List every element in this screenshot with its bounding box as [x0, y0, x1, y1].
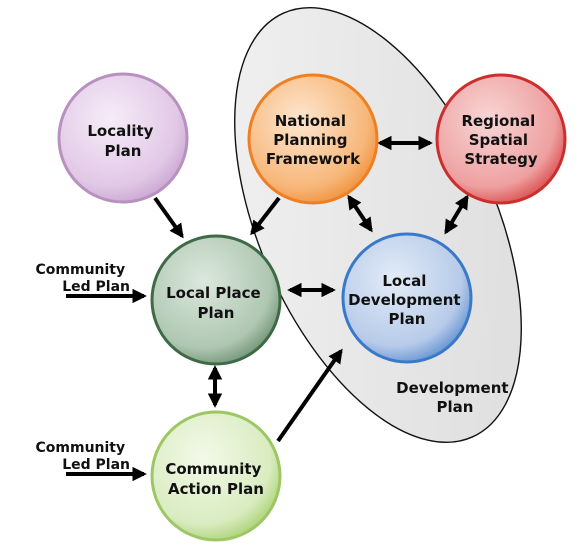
- svg-text:Local Place Plan: Local Place Plan: [166, 284, 266, 322]
- community-led-plan-label-bottom: Community Led Plan: [36, 440, 131, 473]
- svg-text:Regional Spatial S: Regional Spatial Strategy: [461, 112, 540, 168]
- connectors: [66, 135, 469, 482]
- svg-text:Community Action Plan: Community Action Plan: [165, 460, 266, 498]
- svg-text:Local Development: Local Development Plan: [348, 272, 466, 328]
- arrow-regional-local-dev: [444, 194, 469, 235]
- svg-text:National Planning: National Planning Framework: [266, 112, 361, 168]
- arrow-community-action-to-local-dev: [276, 348, 343, 443]
- node-local-place-plan: Local Place Plan: [150, 234, 282, 366]
- node-community-action-plan: Community Action Plan: [150, 410, 282, 542]
- node-local-development-plan: Local Development Plan: [341, 232, 473, 364]
- community-led-plan-label-top: Community Led Plan: [36, 262, 131, 295]
- arrow-locality-to-local-place: [153, 196, 184, 239]
- arrow-national-to-local-place: [250, 196, 281, 236]
- arrow-national-local-dev: [347, 194, 373, 233]
- svg-text:Locality Plan: Locality Plan: [87, 122, 158, 160]
- node-national-planning-framework: National Planning Framework: [247, 73, 379, 205]
- node-locality-plan: Locality Plan: [57, 72, 189, 204]
- node-regional-spatial-strategy: Regional Spatial Strategy: [435, 73, 567, 205]
- development-plan-label: Development Plan: [396, 379, 514, 416]
